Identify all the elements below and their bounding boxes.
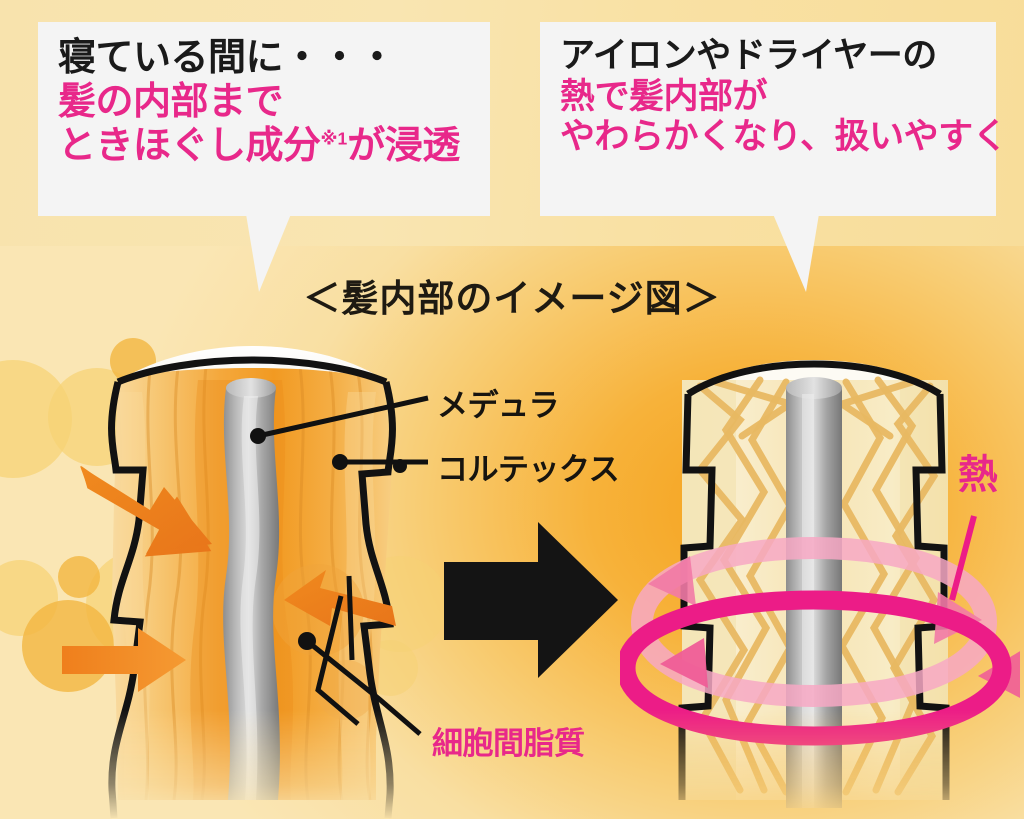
callout-right-tail — [773, 214, 819, 292]
penetration-arrow-group — [62, 465, 396, 692]
label-heat: 熱 — [958, 453, 998, 497]
diagram-heading: ＜髪内部のイメージ図＞ — [303, 278, 721, 319]
leader-dots — [250, 428, 407, 650]
label-cortex: コルテックス — [437, 452, 620, 487]
callout-left-line3-tail: が浸透 — [347, 125, 460, 168]
right-hair-strand — [616, 360, 1024, 808]
lipid-anchor-dot — [298, 632, 316, 650]
callout-left-line2: 髪の内部まで — [58, 81, 284, 124]
callout-left-line3-main: ときほぐし成分 — [58, 125, 321, 168]
heat-leader-line — [949, 515, 977, 601]
label-medulla: メデュラ — [437, 388, 560, 423]
callout-right-line2: 熱で髪内部が — [560, 76, 768, 116]
cortex-anchor-dot — [332, 454, 348, 470]
heat-ring-group — [616, 536, 1024, 746]
callout-left: 寝ている間に・・・ 髪の内部まで ときほぐし成分※1が浸透 — [38, 22, 490, 216]
callout-left-line1: 寝ている間に・・・ — [58, 37, 396, 79]
decorative-bubble — [58, 556, 100, 598]
callout-right-line1: アイロンやドライヤーの — [560, 36, 937, 75]
medulla-anchor-dot — [250, 428, 266, 444]
label-intercellular-lipid: 細胞間脂質 — [432, 726, 585, 761]
cuticle-anchor-dot — [393, 459, 407, 473]
callout-left-footnote-marker: ※1 — [320, 128, 348, 149]
callout-right-line3: やわらかくなり、扱いやすく — [560, 117, 1008, 157]
callout-right: アイロンやドライヤーの 熱で髪内部が やわらかくなり、扱いやすく — [540, 22, 1008, 216]
transition-arrow — [444, 522, 618, 678]
leader-lines — [257, 395, 429, 736]
callout-left-line3: ときほぐし成分※1が浸透 — [58, 124, 474, 168]
callout-left-tail — [246, 214, 291, 292]
